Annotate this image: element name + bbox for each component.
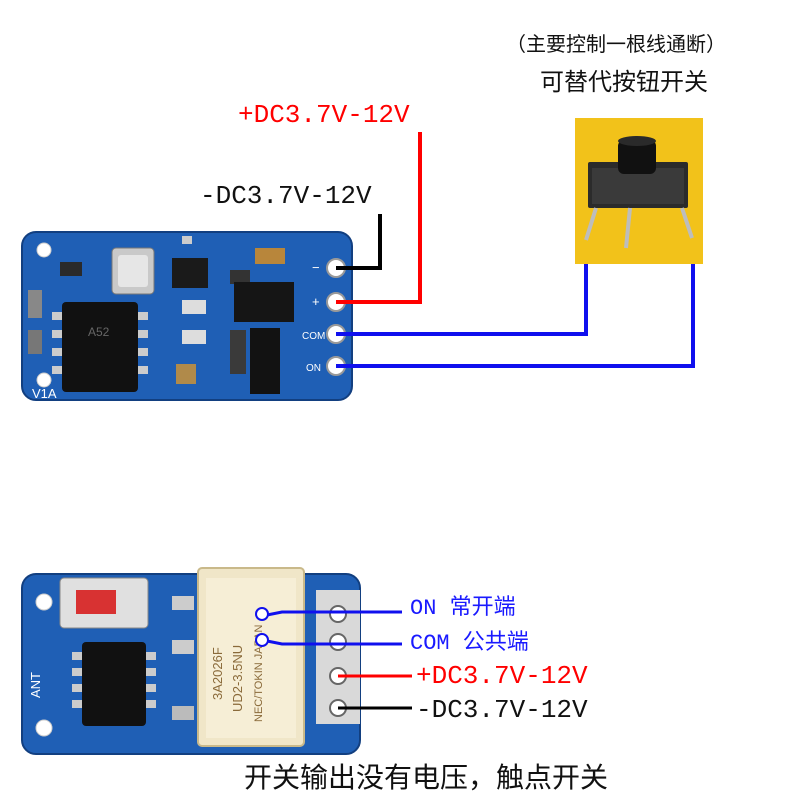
- bottom-main-chip: [72, 642, 156, 726]
- ant-label: ANT: [28, 672, 43, 698]
- on-normally-open-label: ON 常开端: [410, 596, 516, 621]
- top-positive-label: +DC3.7V-12V: [238, 100, 410, 130]
- relay-marking-1: 3A2026F: [210, 647, 225, 700]
- pin-label-minus: −: [312, 260, 320, 275]
- top-black-wire: [336, 214, 382, 270]
- pcb-version: V1A: [32, 386, 57, 401]
- top-negative-label: -DC3.7V-12V: [200, 181, 372, 211]
- bottom-negative-label: -DC3.7V-12V: [416, 695, 588, 725]
- top-red-wire: [336, 132, 422, 304]
- note-line-1: （主要控制一根线通断）: [506, 32, 726, 56]
- push-button-photo: [575, 118, 703, 264]
- com-contact-marker: [255, 633, 269, 647]
- bottom-pcb-board: 3A2026F UD2-3.5NU NEC/TOKIN JAPAN ANT: [21, 567, 361, 755]
- top-main-chip: [52, 302, 148, 392]
- pin-label-plus: +: [312, 294, 320, 309]
- com-common-label: COM 公共端: [410, 631, 529, 656]
- chip-marking: A52: [88, 325, 110, 339]
- relay-marking-2: UD2-3.5NU: [230, 645, 245, 712]
- bottom-positive-label: +DC3.7V-12V: [416, 661, 588, 691]
- top-blue-wire-on: [336, 250, 695, 368]
- bottom-pin-header: [316, 590, 360, 724]
- on-contact-marker: [255, 607, 269, 621]
- pin-label-com: COM: [302, 331, 325, 342]
- top-blue-wire-com: [336, 248, 588, 336]
- relay-marking-3: NEC/TOKIN JAPAN: [253, 625, 265, 722]
- note-line-2: 可替代按钮开关: [540, 68, 708, 96]
- onboard-button: [59, 577, 149, 629]
- top-pcb-board: A52 − + COM ON V1A: [21, 231, 353, 401]
- footer-caption: 开关输出没有电压，触点开关: [244, 761, 609, 794]
- pin-label-on: ON: [306, 363, 321, 374]
- top-pin-header: [326, 258, 346, 376]
